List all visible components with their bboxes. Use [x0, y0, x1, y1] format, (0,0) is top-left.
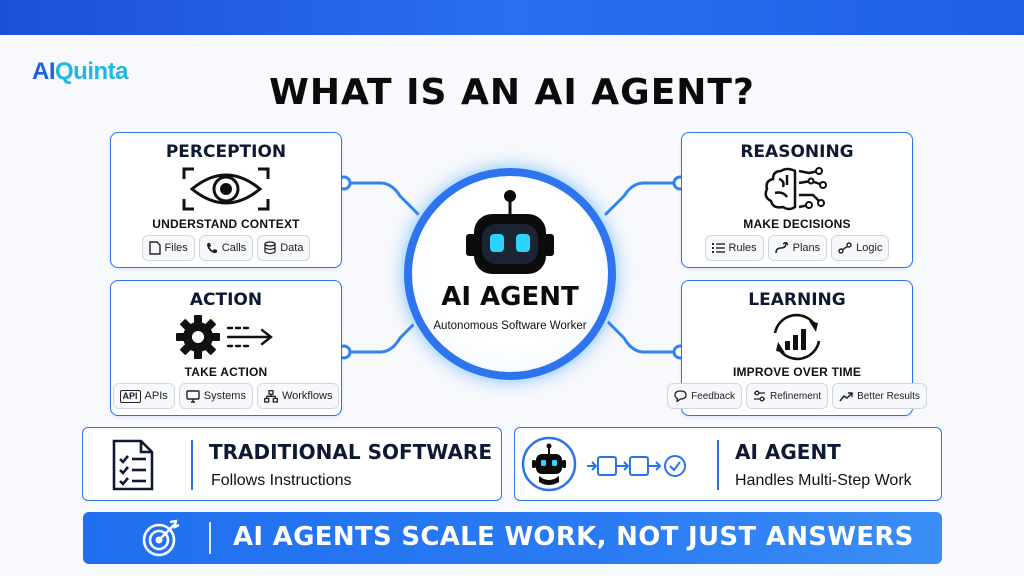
chip-rules: Rules — [704, 235, 764, 261]
database-icon — [264, 241, 276, 255]
traditional-divider — [191, 440, 193, 490]
reasoning-title: REASONING — [740, 142, 854, 162]
chip-apis-label: APIs — [144, 390, 168, 402]
hub-title: AI AGENT — [441, 282, 579, 312]
reasoning-card: REASONING MAKE DECISIONS Rules Plans Log… — [681, 132, 913, 268]
workflow-steps-icon — [585, 452, 697, 485]
action-chips: API APIs Systems Workflows — [112, 383, 340, 409]
chip-systems: Systems — [178, 383, 253, 409]
chip-logic: Logic — [831, 235, 890, 261]
chip-feedback-label: Feedback — [691, 390, 735, 402]
brand-logo-part1: AI — [32, 58, 56, 85]
chip-apis: API APIs — [112, 383, 175, 409]
route-icon — [774, 242, 789, 254]
chip-data-label: Data — [280, 242, 304, 254]
connector-learning — [604, 318, 682, 354]
action-subtitle: TAKE ACTION — [184, 365, 268, 379]
monitor-icon — [186, 389, 200, 403]
traditional-subtitle: Follows Instructions — [211, 472, 352, 489]
chip-refinement: Refinement — [745, 383, 829, 409]
brain-icon — [757, 165, 837, 218]
connector-perception — [342, 181, 420, 216]
chip-rules-label: Rules — [728, 242, 757, 254]
checklist-icon — [111, 438, 155, 497]
reasoning-chips: Rules Plans Logic — [688, 235, 906, 261]
traditional-software-panel: TRADITIONAL SOFTWARE Follows Instruction… — [82, 427, 502, 501]
brand-logo-part2: Quinta — [55, 58, 129, 85]
chip-data: Data — [257, 235, 311, 261]
perception-card: PERCEPTION UNDERSTAND CONTEXT Files Call… — [110, 132, 342, 268]
agent-subtitle: Handles Multi-Step Work — [735, 472, 912, 489]
robot-icon — [460, 186, 560, 287]
trend-up-icon — [839, 391, 853, 401]
chip-better-results-label: Better Results — [857, 390, 920, 402]
logic-icon — [838, 242, 852, 254]
learning-title: LEARNING — [748, 290, 846, 310]
chip-workflows-label: Workflows — [281, 390, 333, 402]
chat-icon — [674, 390, 687, 402]
learning-card: LEARNING IMPROVE OVER TIME Feedback Refi… — [667, 280, 927, 416]
action-card: ACTION — [110, 280, 342, 416]
gear-icon — [174, 313, 278, 366]
chip-workflows: Workflows — [256, 383, 340, 409]
page-title: WHAT IS AN AI AGENT? — [269, 72, 755, 113]
growth-chart-icon — [765, 313, 829, 366]
perception-subtitle: UNDERSTAND CONTEXT — [152, 217, 300, 231]
perception-chips: Files Calls Data — [117, 235, 335, 261]
chip-feedback: Feedback — [667, 383, 742, 409]
list-icon — [711, 243, 725, 253]
brand-logo: AIQuinta — [32, 58, 129, 86]
reasoning-subtitle: MAKE DECISIONS — [743, 217, 851, 231]
ai-agent-hub: AI AGENT Autonomous Software Worker — [404, 168, 616, 380]
agent-title: AI AGENT — [735, 440, 841, 464]
chip-files-label: Files — [164, 242, 188, 254]
chip-calls: Calls — [198, 235, 254, 261]
connector-action — [342, 318, 420, 354]
agent-divider — [717, 440, 719, 490]
action-title: ACTION — [189, 290, 263, 310]
chip-plans: Plans — [767, 235, 828, 261]
chip-files: Files — [141, 235, 195, 261]
phone-icon — [206, 243, 217, 254]
perception-title: PERCEPTION — [165, 142, 287, 162]
top-bar — [0, 0, 1024, 35]
api-icon: API — [119, 389, 141, 403]
chip-systems-label: Systems — [203, 390, 246, 402]
chip-logic-label: Logic — [856, 242, 883, 254]
workflow-icon — [264, 389, 278, 403]
file-icon — [148, 241, 161, 255]
banner-divider — [209, 522, 211, 554]
connector-reasoning — [604, 181, 682, 216]
chip-refinement-label: Refinement — [769, 390, 822, 402]
eye-icon — [178, 165, 274, 218]
chip-calls-label: Calls — [221, 242, 247, 254]
learning-chips: Feedback Refinement Better Results — [667, 383, 927, 409]
traditional-title: TRADITIONAL SOFTWARE — [209, 440, 492, 464]
bottom-banner: AI AGENTS SCALE WORK, NOT JUST ANSWERS — [83, 512, 942, 564]
robot-icon — [521, 436, 577, 497]
target-icon — [141, 518, 181, 563]
banner-text: AI AGENTS SCALE WORK, NOT JUST ANSWERS — [233, 522, 914, 552]
hub-subtitle: Autonomous Software Worker — [433, 320, 587, 332]
chip-better-results: Better Results — [832, 383, 927, 409]
chip-plans-label: Plans — [792, 242, 821, 254]
ai-agent-panel: AI AGENT Handles Multi-Step Work — [514, 427, 942, 501]
sliders-icon — [753, 390, 765, 402]
learning-subtitle: IMPROVE OVER TIME — [732, 365, 862, 379]
